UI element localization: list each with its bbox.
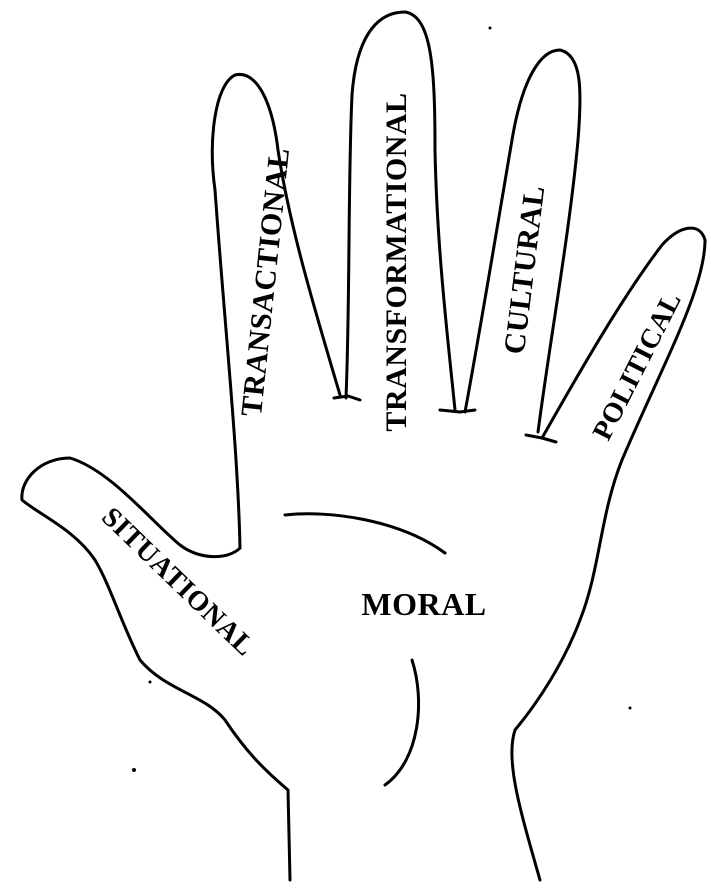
scan-speck [489,27,492,30]
scan-speck [132,768,136,772]
scan-speck [149,681,152,684]
label-palm: MORAL [361,586,486,622]
label-thumb: SITUATIONAL [95,501,260,662]
label-middle-finger: TRANSFORMATIONAL [380,92,413,431]
thumb-outline [22,458,290,880]
little-finger-outline [512,228,705,880]
middle-ring-web [440,410,475,412]
palm-crease-upper [285,514,445,553]
label-index-finger: TRANSACTIONAL [235,146,296,418]
label-ring-finger: CULTURAL [498,184,551,356]
scan-speck [629,707,632,710]
palm-crease-lower [385,660,419,785]
